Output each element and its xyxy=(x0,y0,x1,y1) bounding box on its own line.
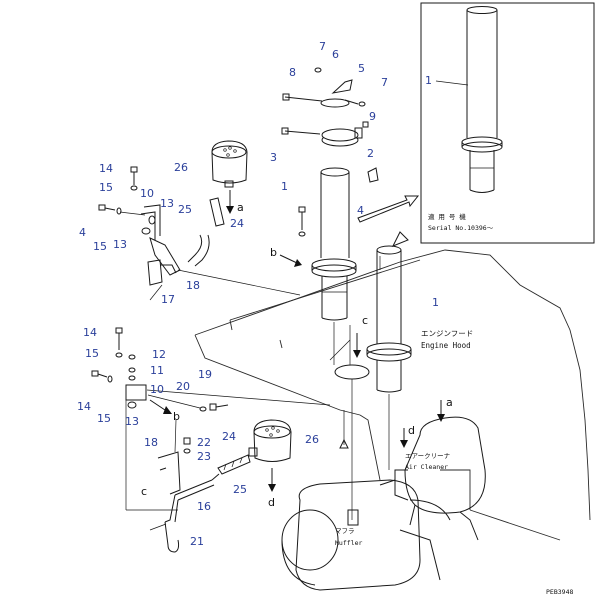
callout-15c: 15 xyxy=(85,347,99,360)
callout-9: 9 xyxy=(369,110,376,123)
callout-8: 8 xyxy=(289,66,296,79)
callout-24a: 24 xyxy=(230,217,244,230)
callout-10b: 10 xyxy=(150,383,164,396)
callout-16: 16 xyxy=(197,500,211,513)
callout-18b: 18 xyxy=(144,436,158,449)
inset-jp-label: 適 用 号 機 xyxy=(428,212,466,221)
callout-23: 23 xyxy=(197,450,211,463)
ref-letter-a-lower: a xyxy=(446,396,453,409)
air-cleaner: エアークリーナ Air Cleaner xyxy=(379,416,486,541)
callout-15b: 15 xyxy=(93,240,107,253)
callout-1a: 1 xyxy=(281,180,288,193)
callout-21: 21 xyxy=(190,535,204,548)
callout-3: 3 xyxy=(270,151,277,164)
ref-letter-c-upper: c xyxy=(362,314,368,327)
muffler: マフラ Muffler xyxy=(281,479,451,591)
engine-hood-jp: エンジンフード xyxy=(421,329,473,338)
callout-20: 20 xyxy=(176,380,190,393)
callout-22: 22 xyxy=(197,436,211,449)
callout-14c: 14 xyxy=(77,400,91,413)
inset-arrow xyxy=(357,195,420,223)
ref-letter-a-upper: a xyxy=(237,201,244,214)
callout-24b: 24 xyxy=(222,430,236,443)
engine-hood-en: Engine Hood xyxy=(421,341,471,350)
callout-6: 6 xyxy=(332,48,339,61)
callout-15d: 15 xyxy=(97,412,111,425)
callout-2: 2 xyxy=(367,147,374,160)
ref-letter-b-upper: b xyxy=(270,246,277,259)
exhaust-pipe-upper xyxy=(281,67,379,365)
callout-26a: 26 xyxy=(174,161,188,174)
callout-25a: 25 xyxy=(178,203,192,216)
muffler-jp: マフラ xyxy=(335,527,355,535)
engine-hood-outline: エンジンフード Engine Hood xyxy=(194,249,591,541)
ref-letter-d-lower: d xyxy=(268,496,275,509)
callout-4a: 4 xyxy=(357,204,364,217)
callout-13a: 13 xyxy=(160,197,174,210)
ref-letter-b-lower: b xyxy=(173,410,180,423)
callout-17: 17 xyxy=(161,293,175,306)
callout-15a: 15 xyxy=(99,181,113,194)
bracket-assembly-upper xyxy=(98,140,301,301)
ref-letter-c-lower: c xyxy=(141,485,147,498)
callout-7b: 7 xyxy=(381,76,388,89)
reference-letters: a b c b c a d d xyxy=(141,201,453,509)
callout-7a: 7 xyxy=(319,40,326,53)
callout-11: 11 xyxy=(150,364,164,377)
inset-serial-label: Serial No.10396〜 xyxy=(428,224,494,232)
callout-19: 19 xyxy=(198,368,212,381)
callout-25b: 25 xyxy=(233,483,247,496)
callout-13b: 13 xyxy=(113,238,127,251)
callout-10a: 10 xyxy=(140,187,154,200)
callout-12: 12 xyxy=(152,348,166,361)
callout-5: 5 xyxy=(358,62,365,75)
callout-1b: 1 xyxy=(432,296,439,309)
ref-letter-d-right: d xyxy=(408,424,415,437)
inset-box: 1 適 用 号 機 Serial No.10396〜 xyxy=(420,2,595,244)
muffler-en: Muffler xyxy=(335,539,362,547)
callout-1-inset: 1 xyxy=(425,74,432,87)
callout-18a: 18 xyxy=(186,279,200,292)
air-cleaner-en: Air Cleaner xyxy=(405,463,448,471)
callout-13c: 13 xyxy=(125,415,139,428)
callout-26b: 26 xyxy=(305,433,319,446)
callout-14a: 14 xyxy=(99,162,113,175)
bracket-assembly-lower xyxy=(91,327,331,553)
callout-4b: 4 xyxy=(79,226,86,239)
callout-numbers: 7 6 5 7 8 9 3 2 1 4 14 15 10 26 13 25 24… xyxy=(77,40,439,548)
air-cleaner-jp: エアークリーナ xyxy=(405,452,450,460)
direction-arrows xyxy=(149,190,445,492)
exhaust-pipe-installed xyxy=(334,231,412,520)
callout-14b: 14 xyxy=(83,326,97,339)
figure-code: PEB3948 xyxy=(546,588,573,596)
